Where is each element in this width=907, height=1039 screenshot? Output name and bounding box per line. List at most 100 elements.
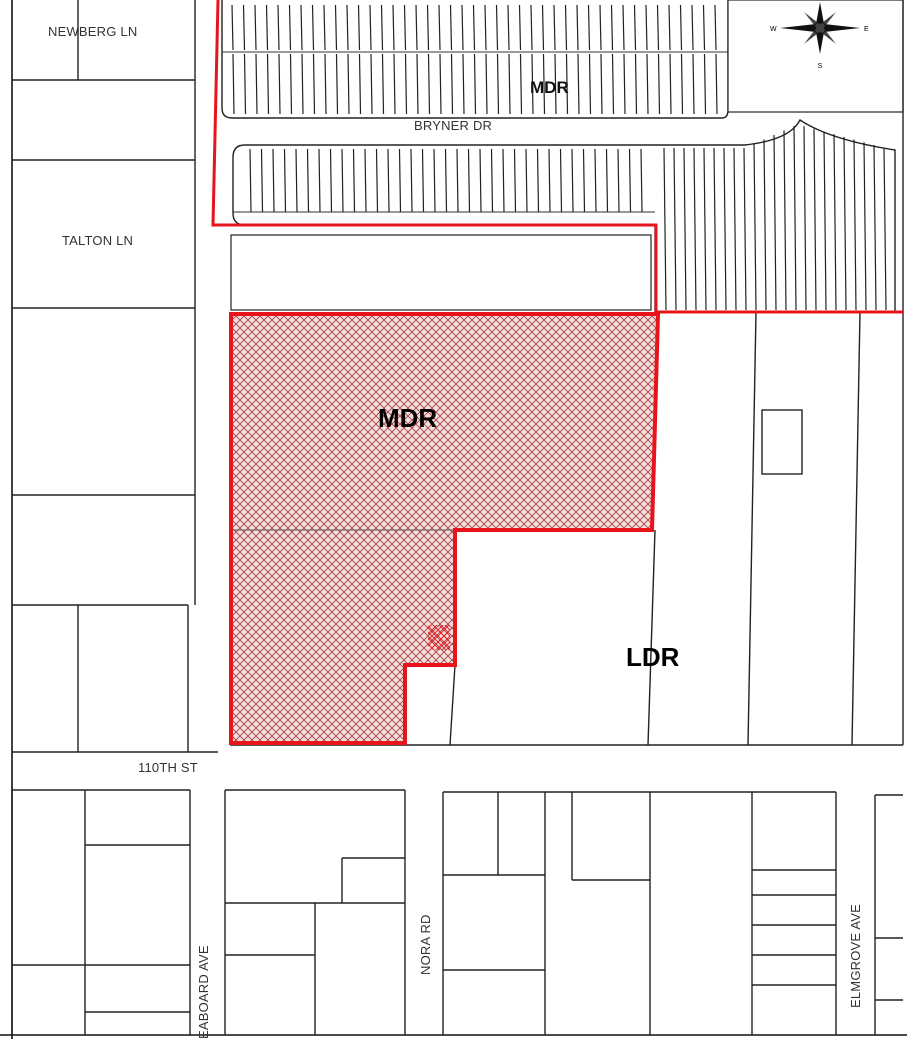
lot-line xyxy=(530,4,533,51)
lot-line xyxy=(853,139,857,311)
lot-line xyxy=(415,4,418,51)
lot-line xyxy=(318,148,321,213)
lot-line xyxy=(352,148,356,213)
lot-line xyxy=(542,53,546,115)
lot-line xyxy=(485,53,488,115)
lot-line xyxy=(306,148,310,213)
lot-line xyxy=(883,147,887,311)
lot-line xyxy=(525,148,528,213)
lot-line xyxy=(554,53,557,115)
lot-north-of-subject xyxy=(230,234,652,311)
lot-line xyxy=(329,148,333,213)
lot-line xyxy=(617,148,620,213)
lot-line xyxy=(577,53,580,115)
mdr-zone-boundary xyxy=(211,0,903,314)
street-label-newberg: NEWBERG LN xyxy=(48,24,137,39)
lot-line xyxy=(490,148,494,213)
lot-line xyxy=(518,4,522,51)
lot-line xyxy=(502,148,505,213)
lot-line xyxy=(773,134,777,311)
lot-line xyxy=(254,4,257,51)
lot-line xyxy=(645,4,648,51)
lot-line xyxy=(843,136,847,311)
lot-line xyxy=(311,4,315,51)
lot-line xyxy=(634,53,638,115)
lot-line xyxy=(283,148,287,213)
lot-line xyxy=(323,4,326,51)
lot-line xyxy=(623,53,626,115)
lot-line xyxy=(873,144,877,311)
lot-line xyxy=(599,4,602,51)
lot-line xyxy=(703,147,707,311)
lot-line xyxy=(438,4,441,51)
lot-line xyxy=(680,53,684,115)
lot-line xyxy=(380,4,384,51)
lot-line xyxy=(346,4,349,51)
lot-line xyxy=(335,53,339,115)
lot-line xyxy=(495,4,499,51)
lot-line xyxy=(723,147,727,311)
lot-line xyxy=(507,4,510,51)
lot-line xyxy=(398,148,402,213)
lot-line xyxy=(381,53,385,115)
lot-line xyxy=(605,148,609,213)
lot-line xyxy=(669,53,672,115)
lot-line xyxy=(576,4,579,51)
lot-line xyxy=(249,148,252,213)
zone-label-ldr: LDR xyxy=(626,642,680,672)
lot-line xyxy=(622,4,625,51)
lot-line xyxy=(462,53,465,115)
lot-line xyxy=(646,53,649,115)
lot-line xyxy=(640,148,643,213)
lot-line xyxy=(347,53,350,115)
lot-line xyxy=(783,130,787,311)
lot-line xyxy=(392,4,395,51)
west-lots xyxy=(12,0,218,753)
lot-line xyxy=(358,53,362,115)
lot-line xyxy=(427,53,431,115)
lot-line xyxy=(301,53,304,115)
lot-line xyxy=(433,148,436,213)
street-label-bryner: BRYNER DR xyxy=(414,118,492,133)
lot-line xyxy=(548,148,551,213)
lot-line xyxy=(450,53,454,115)
lot-line xyxy=(536,148,540,213)
lot-line xyxy=(416,53,419,115)
lot-line xyxy=(289,53,293,115)
subject-boundary xyxy=(229,312,661,745)
lot-line xyxy=(715,53,718,115)
lot-line xyxy=(564,4,568,51)
lot-line xyxy=(763,139,767,311)
lot-line xyxy=(278,53,281,115)
lot-line xyxy=(444,148,448,213)
lot-line xyxy=(277,4,280,51)
lot-line xyxy=(324,53,327,115)
lot-line xyxy=(242,4,246,51)
lot-line xyxy=(668,4,671,51)
lot-line xyxy=(461,4,464,51)
lot-line xyxy=(255,53,258,115)
lot-line xyxy=(295,148,298,213)
lot-line xyxy=(334,4,338,51)
lot-line xyxy=(456,148,459,213)
lot-line xyxy=(656,4,660,51)
lot-line xyxy=(243,53,247,115)
lot-line xyxy=(657,53,661,115)
south-lots xyxy=(11,789,903,1035)
small-hatch-marker xyxy=(428,625,450,650)
lot-line xyxy=(691,4,694,51)
compass-rose-icon: N S E W xyxy=(770,0,869,70)
street-label-talton: TALTON LN xyxy=(62,233,133,248)
lot-line xyxy=(633,4,637,51)
compass-n: N xyxy=(817,0,822,1)
bryner-north-block xyxy=(221,0,904,119)
lot-line xyxy=(508,53,511,115)
street-label-110th: 110TH ST xyxy=(138,760,198,775)
lot-line xyxy=(357,4,361,51)
bryner-south-block xyxy=(232,118,896,313)
lot-line xyxy=(312,53,316,115)
lot-line xyxy=(375,148,379,213)
compass-s: S xyxy=(818,63,823,70)
lot-line xyxy=(449,4,453,51)
